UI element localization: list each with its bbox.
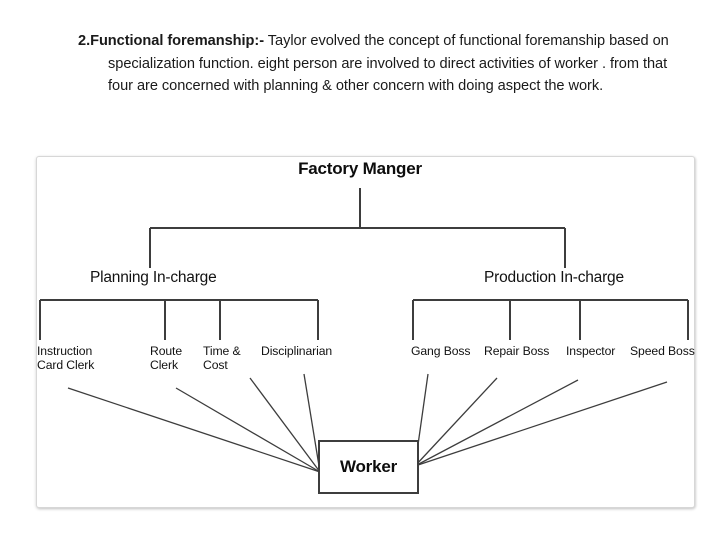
node-inspector: Inspector [566, 344, 616, 359]
heading-number: 2. [78, 33, 91, 49]
node-disciplinarian: Disciplinarian [261, 344, 333, 359]
node-instruction-card-clerk-line2: Card Clerk [37, 357, 95, 372]
node-time-and-cost-line1: Time & [203, 344, 241, 358]
slide-body-text: 2.Functional foremanship:- Taylor evolve… [78, 30, 678, 98]
node-repair-boss-line1: Repair Boss [484, 344, 550, 358]
node-instruction-card-clerk: Instruction Card Clerk [37, 344, 95, 372]
node-instruction-card-clerk-line1: Instruction [37, 344, 93, 358]
node-time-and-cost-line2: Cost [203, 357, 228, 372]
node-worker-label: Worker [339, 457, 398, 476]
node-factory-manager: Factory Manger [298, 159, 422, 178]
node-production-in-charge: Production In-charge [484, 269, 624, 286]
node-gang-boss-line1: Gang Boss [411, 344, 471, 358]
heading-bold-label: Functional foremanship:- [90, 33, 265, 49]
node-inspector-line1: Inspector [566, 344, 616, 358]
node-planning-in-charge: Planning In-charge [90, 269, 217, 286]
node-time-and-cost: Time & Cost [203, 344, 241, 372]
node-route-clerk: Route Clerk [150, 344, 183, 372]
node-gang-boss: Gang Boss [411, 344, 471, 359]
node-speed-boss-line1: Speed Boss [630, 344, 695, 358]
node-route-clerk-line1: Route [150, 344, 183, 358]
node-disciplinarian-line1: Disciplinarian [261, 344, 333, 358]
node-repair-boss: Repair Boss [484, 344, 550, 359]
heading-body-text: Taylor evolved the concept of functional… [108, 33, 669, 94]
node-worker-box: Worker [318, 440, 419, 494]
node-speed-boss: Speed Boss [630, 344, 695, 359]
node-route-clerk-line2: Clerk [150, 357, 178, 372]
